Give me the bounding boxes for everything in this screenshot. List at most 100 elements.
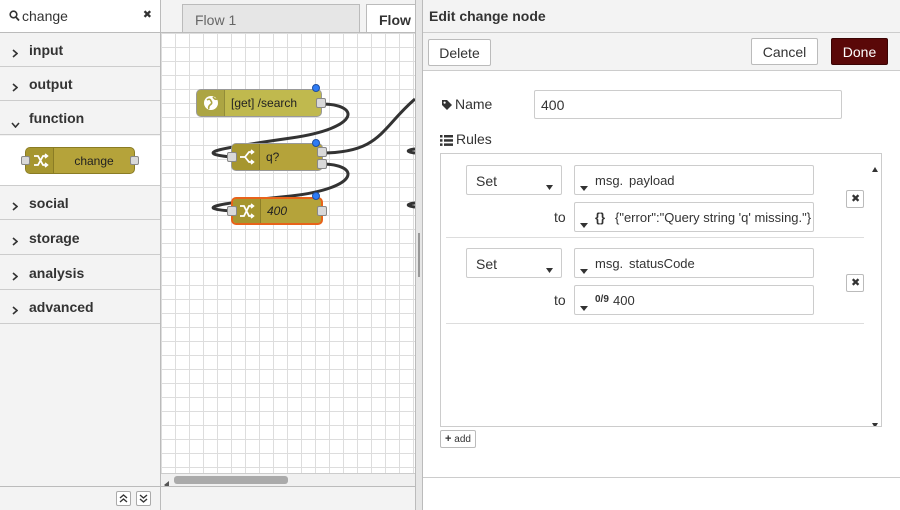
- close-icon: ✖: [851, 277, 861, 289]
- collapse-all-button[interactable]: [116, 491, 131, 506]
- tab-label: Flow 2: [379, 12, 415, 28]
- rule-to-label: to: [554, 209, 566, 225]
- workspace-tab-bar: Flow 1 Flow 2: [161, 0, 415, 33]
- palette-search-bar: ✖: [0, 0, 160, 33]
- rule-value-input[interactable]: 0/9 400: [574, 285, 814, 315]
- flow-node-http-in[interactable]: [get] /search: [196, 89, 322, 117]
- rule-target-value: statusCode: [629, 256, 695, 271]
- node-input-port: [21, 156, 30, 165]
- done-button[interactable]: Done: [831, 38, 888, 65]
- category-function-content: change: [0, 136, 160, 186]
- flow-node-label: q?: [266, 150, 280, 164]
- chevron-right-icon: [12, 268, 19, 284]
- palette-search-input[interactable]: [22, 5, 140, 27]
- expand-all-button[interactable]: [136, 491, 151, 506]
- category-input[interactable]: input: [0, 33, 160, 67]
- tray-resize-handle[interactable]: [415, 0, 422, 510]
- canvas-horizontal-scrollbar[interactable]: [161, 473, 415, 489]
- palette-sidebar: ✖ input output function change social st…: [0, 0, 161, 510]
- flow-canvas[interactable]: [get] /search q? 400: [161, 33, 415, 473]
- caret-down-icon: [546, 260, 553, 276]
- search-icon: [9, 9, 20, 25]
- rule-value-text: 400: [613, 293, 635, 308]
- shuffle-icon: [233, 199, 261, 223]
- rule-row: Set msg. statusCode to 0/9 400 ✖: [446, 240, 864, 324]
- add-rule-label: add: [454, 434, 471, 445]
- shuffle-icon: [26, 148, 54, 173]
- flow-node-label: 400: [267, 204, 288, 218]
- rules-vertical-scrollbar[interactable]: [871, 156, 879, 426]
- node-output-port-2[interactable]: [317, 159, 327, 169]
- palette-node-label: change: [74, 154, 114, 168]
- scrollbar-thumb[interactable]: [174, 476, 288, 484]
- node-output-port[interactable]: [316, 98, 326, 108]
- flow-node-switch[interactable]: q?: [231, 143, 323, 171]
- category-output[interactable]: output: [0, 67, 160, 101]
- node-input-port[interactable]: [227, 152, 237, 162]
- node-changed-indicator: [312, 84, 320, 92]
- scroll-up-icon[interactable]: [872, 159, 878, 175]
- delete-button[interactable]: Delete: [428, 39, 491, 66]
- list-icon: [440, 133, 453, 149]
- flow-node-change-selected[interactable]: 400: [231, 197, 323, 225]
- category-function[interactable]: function: [0, 101, 160, 135]
- node-output-port[interactable]: [317, 206, 327, 216]
- tray-body: Name Rules Set msg. payload to: [423, 71, 900, 477]
- category-label: storage: [29, 230, 80, 246]
- rule-to-label: to: [554, 292, 566, 308]
- node-output-port-1[interactable]: [317, 147, 327, 157]
- chevrons-up-icon: [119, 494, 128, 503]
- switch-icon: [232, 144, 260, 170]
- palette-node-change[interactable]: change: [25, 147, 135, 174]
- rule-action-select[interactable]: Set: [466, 248, 562, 278]
- node-input-port[interactable]: [227, 206, 237, 216]
- tray-title: Edit change node: [429, 8, 546, 24]
- caret-down-icon[interactable]: [580, 178, 588, 194]
- tab-flow-2[interactable]: Flow 2: [366, 4, 415, 32]
- caret-down-icon[interactable]: [580, 261, 588, 277]
- caret-down-icon: [546, 177, 553, 193]
- grip-icon: [418, 233, 420, 277]
- rule-value-text: {"error":"Query string 'q' missing."}: [615, 210, 812, 225]
- cancel-button[interactable]: Cancel: [751, 38, 818, 65]
- add-rule-button[interactable]: + add: [440, 430, 476, 448]
- remove-rule-button[interactable]: ✖: [846, 190, 864, 208]
- caret-down-icon[interactable]: [580, 298, 588, 314]
- chevron-right-icon: [12, 233, 19, 249]
- category-label: analysis: [29, 265, 85, 281]
- workspace-footer: [161, 486, 415, 510]
- edit-node-tray: Edit change node Delete Cancel Done Name…: [422, 0, 900, 510]
- rule-target-prefix: msg.: [595, 256, 624, 271]
- json-type-icon: {}: [595, 210, 606, 225]
- name-label: Name: [455, 96, 493, 112]
- name-input[interactable]: [534, 90, 842, 119]
- tag-icon: [441, 98, 453, 114]
- plus-icon: +: [445, 433, 452, 445]
- globe-icon: [197, 90, 225, 116]
- category-advanced[interactable]: advanced: [0, 290, 160, 324]
- rule-action-select[interactable]: Set: [466, 165, 562, 195]
- chevron-right-icon: [12, 45, 19, 61]
- rules-list: Set msg. payload to {} {"error":"Query s…: [440, 153, 882, 427]
- category-label: social: [29, 195, 69, 211]
- clear-search-icon[interactable]: ✖: [142, 9, 152, 21]
- scroll-down-icon[interactable]: [872, 415, 878, 426]
- chevron-down-icon: [11, 115, 20, 131]
- rule-target-input[interactable]: msg. payload: [574, 165, 814, 195]
- remove-rule-button[interactable]: ✖: [846, 274, 864, 292]
- tab-flow-1[interactable]: Flow 1: [182, 4, 360, 32]
- node-output-port: [130, 156, 139, 165]
- category-label: input: [29, 42, 64, 58]
- category-analysis[interactable]: analysis: [0, 256, 160, 290]
- rule-value-input[interactable]: {} {"error":"Query string 'q' missing."}: [574, 202, 814, 232]
- chevron-right-icon: [12, 198, 19, 214]
- close-icon: ✖: [851, 193, 861, 205]
- category-social[interactable]: social: [0, 186, 160, 220]
- caret-down-icon[interactable]: [580, 215, 588, 231]
- node-changed-indicator: [312, 139, 320, 147]
- rule-target-input[interactable]: msg. statusCode: [574, 248, 814, 278]
- rule-action-value: Set: [476, 173, 498, 189]
- tab-label: Flow 1: [195, 12, 237, 28]
- category-storage[interactable]: storage: [0, 221, 160, 255]
- tray-footer: [423, 477, 900, 510]
